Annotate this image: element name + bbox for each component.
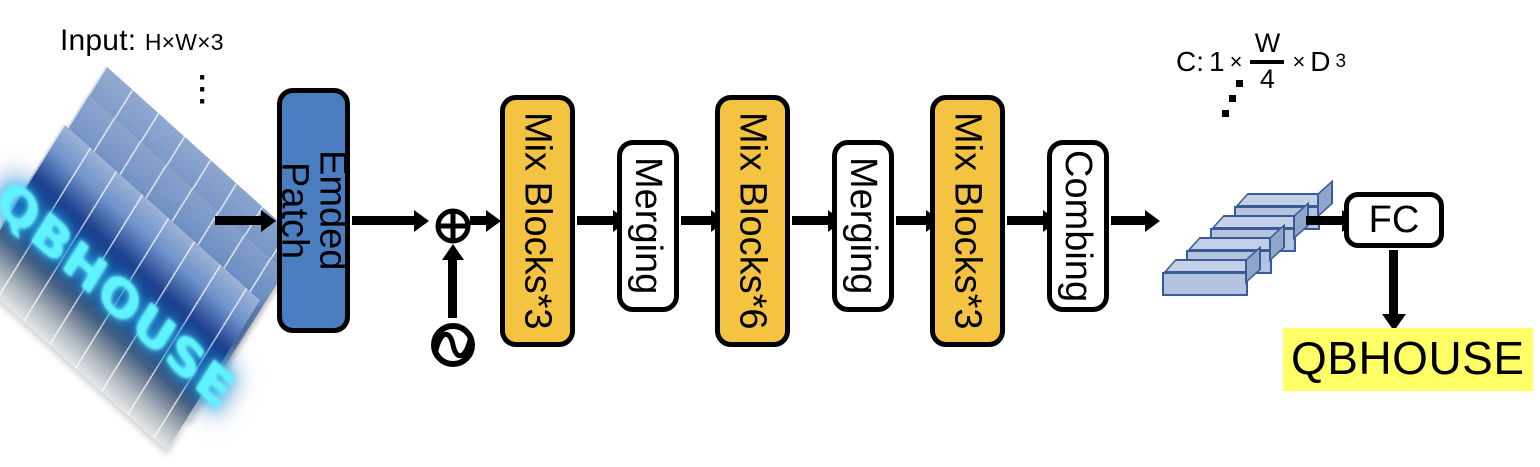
caption-prefix: C: [1176, 45, 1204, 77]
arrow-input-to-patch-embed [215, 216, 263, 225]
block-patch-embed[interactable]: Patch Emded [273, 88, 354, 333]
input-stack-ellipsis: · · · [198, 61, 208, 118]
block-mix-blocks-1[interactable]: Mix Blocks*3 [500, 95, 575, 347]
caption-depth-subscript: 3 [1335, 50, 1347, 72]
arrow-fc-to-output [1389, 250, 1398, 316]
ellipsis-dot: · [198, 85, 208, 118]
caption-times-2: × [1292, 48, 1306, 74]
input-label-prefix: Input: [60, 24, 137, 57]
ellipsis-dot [1236, 80, 1243, 87]
ellipsis-dot [1229, 95, 1236, 102]
ellipsis-dot: · [198, 73, 208, 106]
combing-label: Combing [1057, 149, 1099, 303]
input-label: Input: H×W×3 [60, 24, 224, 58]
architecture-diagram: Input: H×W×3 QBHOUSE · · · Patch Emded [0, 0, 1540, 454]
feature-caption-ellipsis [1222, 76, 1243, 121]
caption-depth: D [1310, 45, 1331, 77]
merging-1-label: Merging [627, 157, 669, 295]
mix-blocks-3-label: Mix Blocks*3 [946, 112, 989, 330]
slab-side-face [1317, 179, 1333, 218]
caption-denominator: 4 [1259, 63, 1275, 94]
caption-times-1: × [1229, 48, 1243, 74]
caption-first: 1 [1209, 45, 1225, 77]
patch-embed-label-line1: Patch [273, 161, 316, 260]
patch-embed-label-line2: Emded [311, 150, 354, 271]
block-merging-1[interactable]: Merging [617, 140, 679, 312]
arrow-mix1-to-merging1 [577, 216, 615, 225]
fraction-bar [1250, 59, 1285, 64]
arrow-patch-embed-to-add [352, 216, 416, 225]
caption-numerator: W [1254, 28, 1281, 58]
sine-wave-in-circle-icon [428, 320, 478, 370]
block-merging-2[interactable]: Merging [832, 140, 894, 312]
mix-blocks-2-label: Mix Blocks*6 [731, 112, 774, 330]
feature-slab-stack [1160, 179, 1334, 296]
block-fc[interactable]: FC [1344, 192, 1444, 248]
mix-blocks-1-label: Mix Blocks*3 [516, 112, 559, 330]
input-label-dims: H×W×3 [144, 29, 224, 55]
block-mix-blocks-2[interactable]: Mix Blocks*6 [715, 95, 790, 347]
arrow-add-to-mix-blocks-1 [470, 216, 488, 225]
block-combing[interactable]: Combing [1047, 140, 1109, 312]
arrow-mix3-to-combing [1007, 216, 1045, 225]
arrow-posenc-to-add [448, 258, 457, 318]
output-text-value: QBHOUSE [1291, 332, 1525, 384]
add-operator-icon [432, 205, 474, 247]
block-mix-blocks-3[interactable]: Mix Blocks*3 [930, 95, 1005, 347]
arrow-combing-to-features [1111, 216, 1147, 225]
arrow-features-to-fc [1306, 216, 1344, 225]
caption-fraction: W 4 [1250, 28, 1285, 94]
arrow-merging2-to-mix3 [896, 216, 928, 225]
arrow-merging1-to-mix2 [681, 216, 713, 225]
ellipsis-dot [1222, 110, 1229, 117]
arrow-mix2-to-merging2 [792, 216, 830, 225]
fc-label: FC [1368, 199, 1420, 241]
output-text-prediction: QBHOUSE [1283, 328, 1533, 391]
ellipsis-dot: · [198, 61, 208, 94]
merging-2-label: Merging [842, 157, 884, 295]
feature-slab [1162, 245, 1262, 296]
